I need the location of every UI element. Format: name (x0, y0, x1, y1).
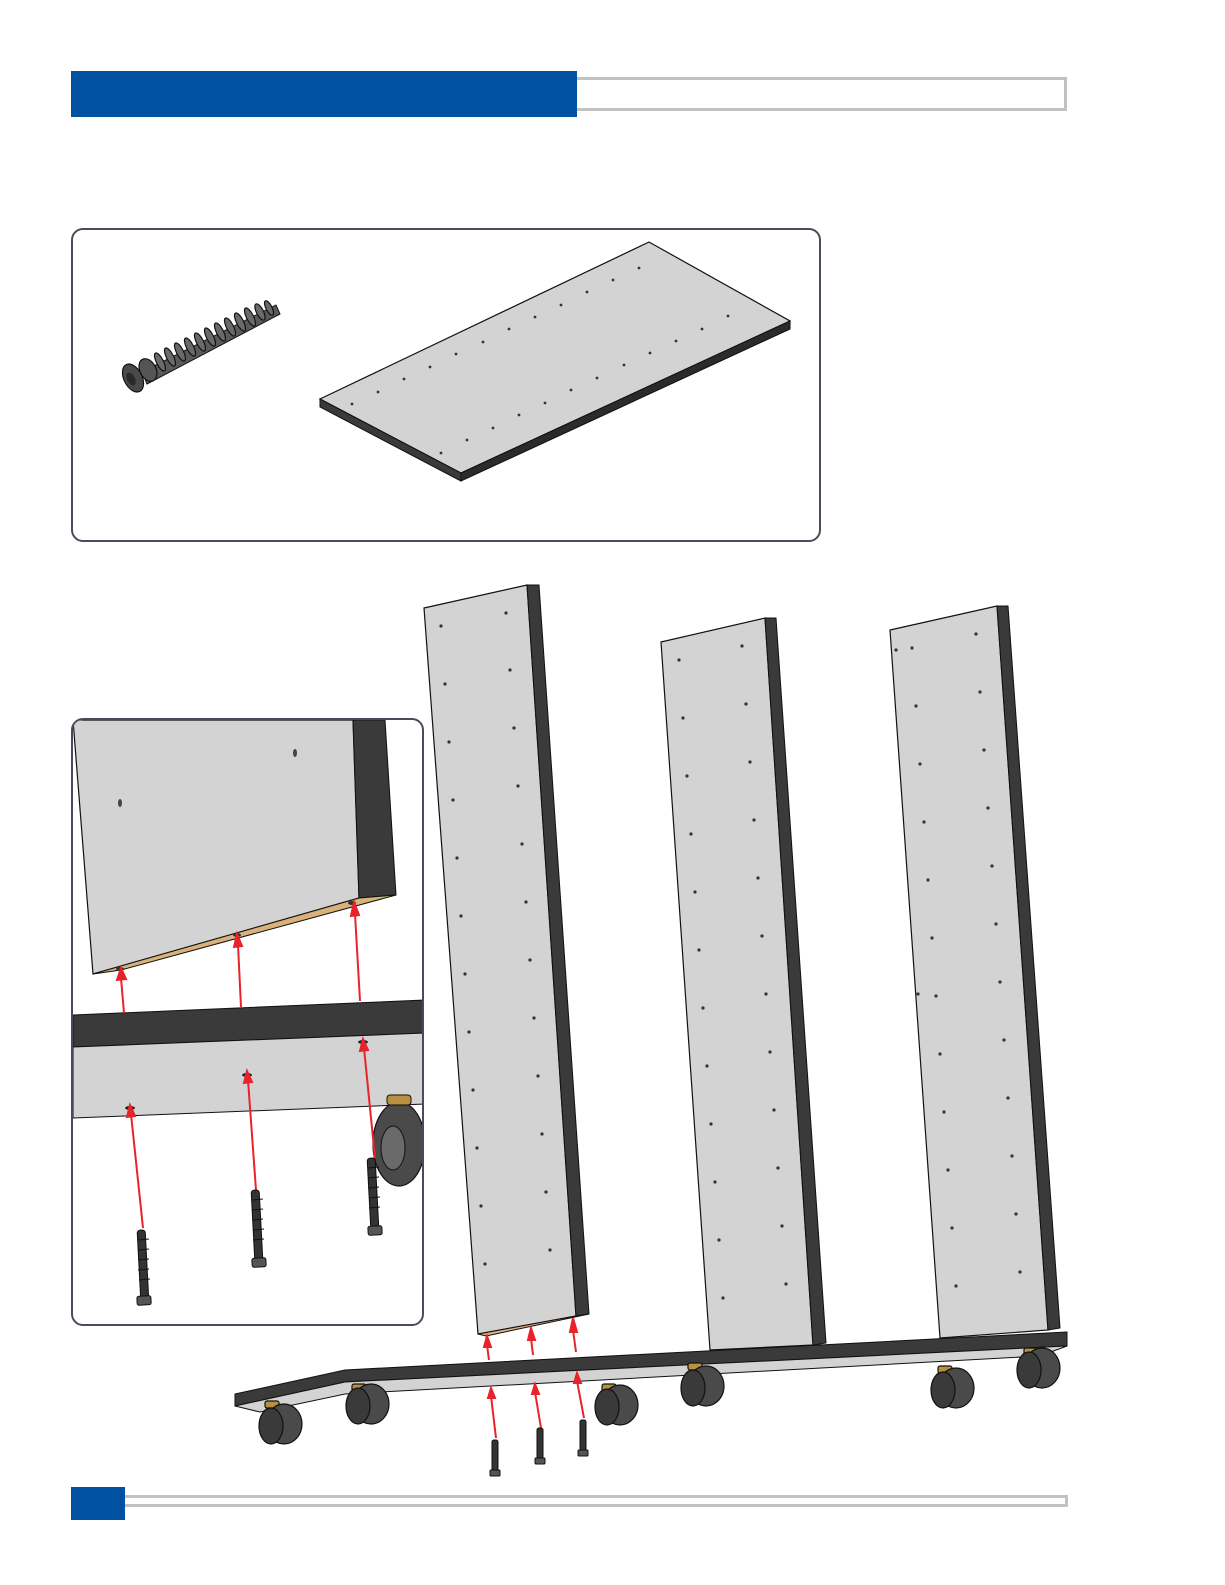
footer-rule (125, 1495, 1068, 1507)
vertical-panel-middle-icon (661, 618, 826, 1350)
caster-icon (931, 1366, 974, 1408)
page-number (71, 1487, 125, 1520)
screw-icons (490, 1420, 588, 1476)
caster-icon (259, 1401, 302, 1444)
vertical-panel-right-icon (890, 606, 1060, 1338)
vertical-panel-left-icon (424, 585, 589, 1336)
caster-icon (595, 1384, 638, 1425)
caster-icon (346, 1384, 389, 1424)
caster-icon (1017, 1348, 1060, 1388)
